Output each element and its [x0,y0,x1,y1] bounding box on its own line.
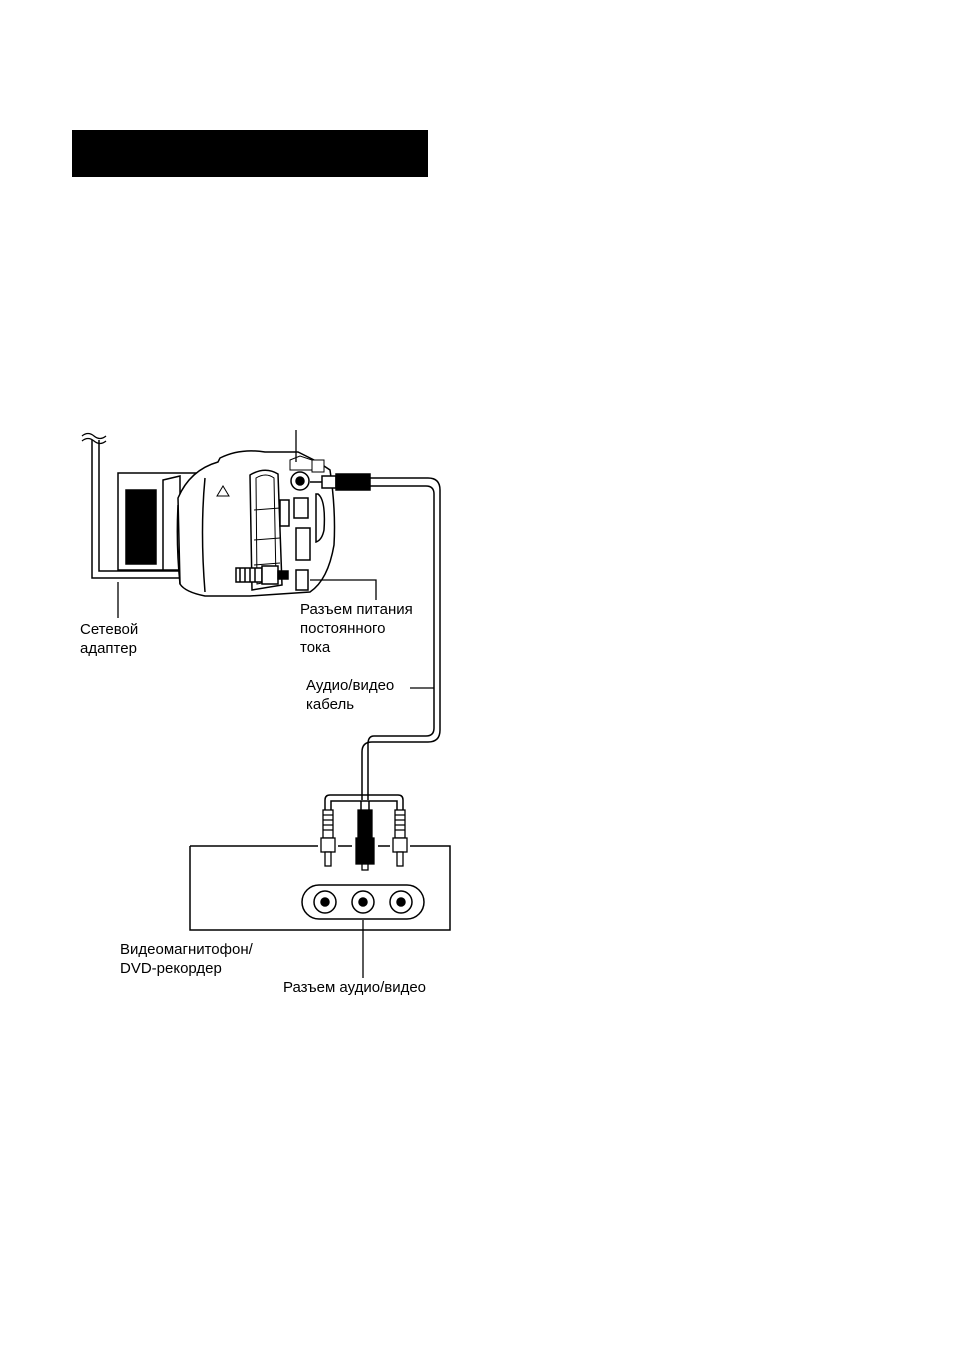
label-recorder: Видеомагнитофон/ DVD-рекордер [120,940,253,978]
cord-break-icon [82,434,106,444]
camcorder [118,451,335,596]
label-ac-adapter: Сетевой адаптер [80,620,138,658]
rca-plugs [321,810,407,870]
label-dc-jack: Разъем питания постоянного тока [300,600,413,657]
label-av-connector: Разъем аудио/видео [283,978,426,997]
label-av-cable: Аудио/видео кабель [306,676,394,714]
recorder-device [190,846,450,930]
